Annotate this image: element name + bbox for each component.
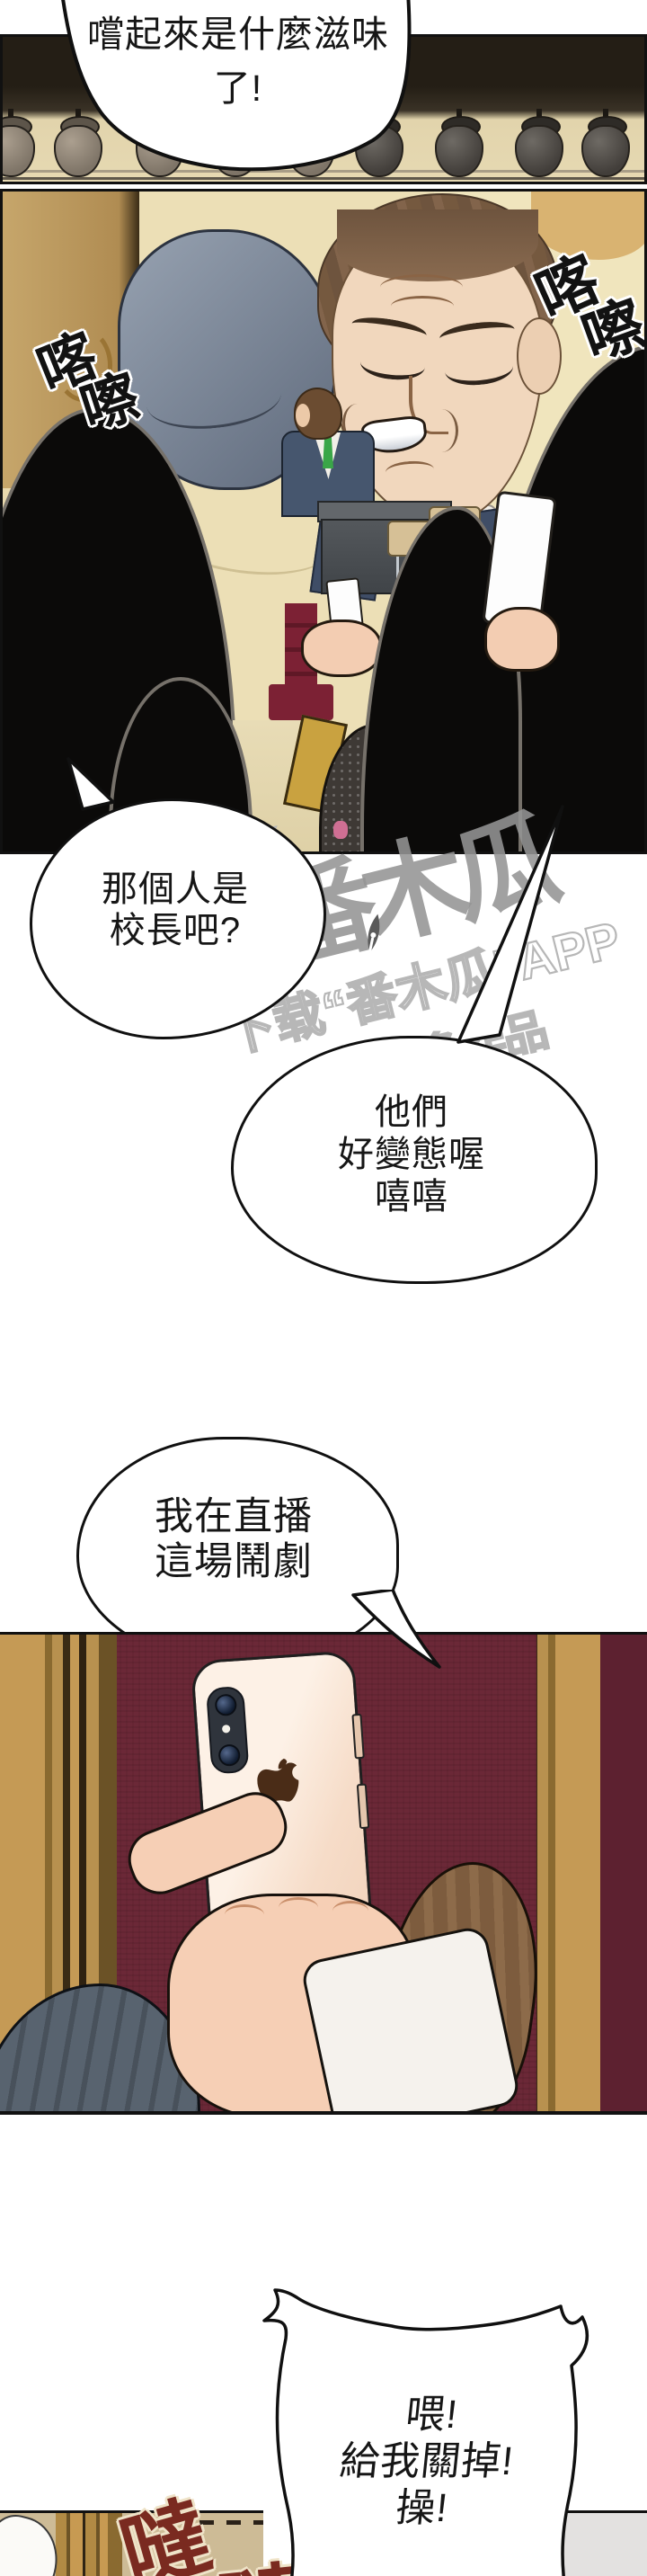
text-line: 那個人是 [102,869,249,909]
apple-logo-icon [257,1758,299,1804]
door-frame [56,2513,108,2576]
sfx-char: 嚓 [72,362,148,442]
red-wall-edge [600,1635,647,2111]
panel-molding-dashes [119,2520,263,2525]
pink-detail [333,821,348,839]
speech-bubble-pervert [231,1036,598,1284]
phone-panel [0,1632,647,2115]
wall-pilaster-right [536,1635,600,2111]
auditorium-panel: 喀 嚓 喀 嚓 [0,189,647,854]
phone-side-button [356,1783,370,1830]
text-line: 他們 [375,1092,448,1132]
phone-camera-module [205,1685,250,1775]
camera-lens-top [214,1693,238,1717]
door-frame-edge [108,2513,122,2576]
phone-side-button [351,1713,365,1760]
knuckle-line [279,1897,318,1918]
speech-bubble-livestream-text: 我在直播 這場鬧劇 [85,1494,382,1584]
knuckle-line [332,1901,368,1921]
spotlight-icon [435,109,483,179]
speech-bubble-principal-tail [66,757,115,811]
small-principal-face [296,404,310,427]
sfx-camera-left: 喀 嚓 [29,317,154,443]
principal-hair-front [337,209,538,281]
dresser-handle [55,328,112,402]
knuckle-line [225,1904,264,1925]
speech-bubble-top-shape [61,0,412,172]
speech-bubble-livestream [76,1437,399,1664]
spotlight-icon [581,109,630,179]
small-principal-tie [323,436,333,468]
text-line: 好變態喔 [338,1135,485,1174]
sfx-camera-right: 喀 嚓 [526,238,644,374]
camera-lens-bottom [217,1743,242,1767]
speech-bubble-livestream-tail [351,1590,441,1669]
speech-bubble-pervert-tail [456,805,564,1044]
forehead-wrinkle [391,296,454,316]
smile-fold-left [342,404,372,441]
bottom-panel-left [0,2510,263,2576]
raised-hand-center [301,619,382,677]
speech-bubble-principal-text: 那個人是 校長吧? [40,869,310,951]
bottom-panel-right [555,2510,647,2576]
spotlight-icon [515,109,563,179]
pen-nib-icon [368,914,380,953]
sfx-char: 嚓 [573,289,647,374]
speech-bubble-pervert-text: 他們 好變態喔 嘻嘻 [231,1092,592,1218]
gold-iphone-back [190,1650,384,2083]
text-line: 喂! [403,2393,461,2437]
smile-fold-right [425,409,458,452]
text-line: 這場鬧劇 [155,1540,313,1583]
shout-bubble-shape [262,2288,589,2576]
principal-ear [517,317,562,395]
speech-bubble-top-text: 嚐起來是什麼滋味了! [87,13,389,109]
forehead-wrinkle [380,274,463,300]
text-line: 嘻嘻 [375,1177,448,1217]
light-rail-bottom [3,177,644,180]
text-line: 操! [393,2486,451,2530]
text-line: 校長吧? [109,911,242,950]
spotlight-icon [54,109,102,179]
raised-hand-right [484,607,560,672]
shout-bubble-text: 喂! 給我關掉! 操! [267,2392,587,2532]
text-line: 給我關掉! [337,2439,517,2483]
camera-flash [221,1725,231,1734]
speech-bubble-principal [30,798,326,1039]
text-line: 我在直播 [155,1495,313,1538]
spotlight-icon [3,109,35,179]
carpet-floor [269,684,333,720]
